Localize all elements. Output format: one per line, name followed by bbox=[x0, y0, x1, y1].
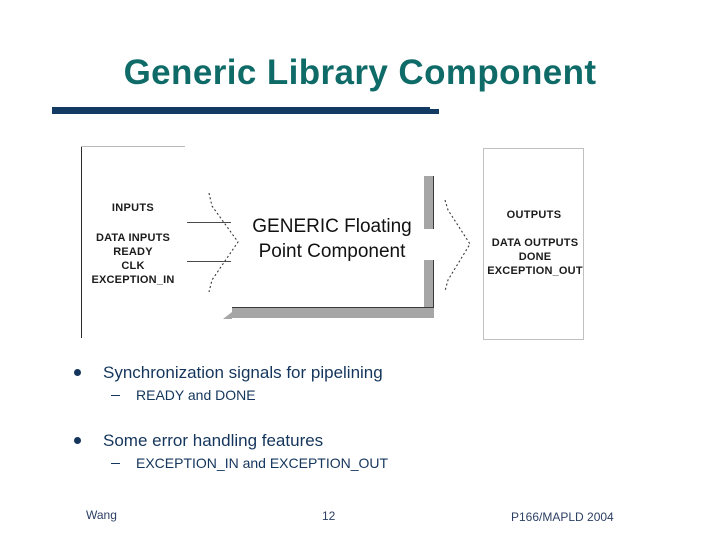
page-title: Generic Library Component bbox=[123, 53, 597, 92]
sub-bullet-item-2-label: EXCEPTION_IN and EXCEPTION_OUT bbox=[136, 455, 389, 471]
title-underline-rule bbox=[52, 107, 439, 114]
bullet-item-2-label: Some error handling features bbox=[103, 431, 324, 450]
output-arrow-chevron-icon bbox=[444, 199, 471, 292]
inputs-zone-vertical-rule bbox=[81, 146, 82, 338]
bullet-dot-icon bbox=[74, 369, 81, 376]
inputs-heading-label: INPUTS bbox=[111, 202, 155, 214]
component-box-bottom-shadow bbox=[223, 307, 434, 319]
inputs-signal-list: DATA INPUTS READY CLK EXCEPTION_IN bbox=[91, 232, 175, 286]
bullet-dot-icon bbox=[74, 437, 81, 444]
input-arrow-chevron-icon bbox=[208, 192, 239, 293]
sub-bullet-dash-icon bbox=[111, 395, 120, 396]
footer-author: Wang bbox=[86, 508, 117, 522]
input-arrow-line-bottom bbox=[187, 261, 231, 262]
input-arrow-line-top bbox=[187, 222, 231, 223]
footer-reference: P166/MAPLD 2004 bbox=[511, 510, 614, 524]
component-box-shadow-gap bbox=[423, 229, 436, 260]
inputs-zone-horizontal-rule bbox=[81, 146, 185, 147]
bullet-item-1-label: Synchronization signals for pipelining bbox=[103, 363, 383, 382]
footer-page-number: 12 bbox=[322, 509, 336, 523]
outputs-heading-label: OUTPUTS bbox=[506, 209, 562, 221]
component-box-label: GENERIC Floating Point Component bbox=[252, 216, 412, 262]
outputs-signal-list: DATA OUTPUTS DONE EXCEPTION_OUT bbox=[487, 237, 583, 277]
sub-bullet-dash-icon bbox=[111, 463, 120, 464]
outputs-zone-frame bbox=[483, 148, 584, 340]
sub-bullet-item-1-label: READY and DONE bbox=[136, 387, 256, 403]
